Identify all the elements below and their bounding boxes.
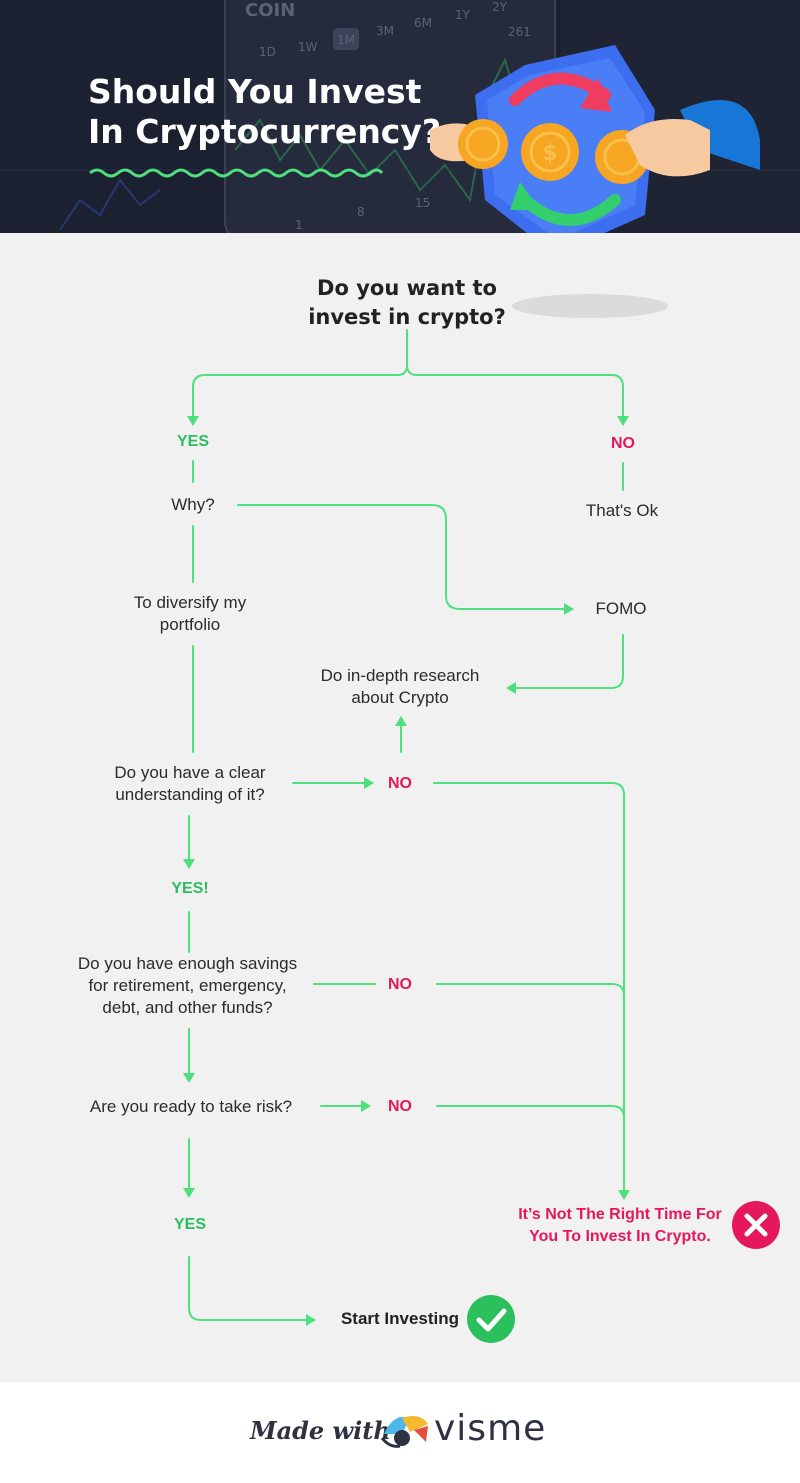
bg-range-1y: 1Y [455,8,470,22]
savings-line-1: Do you have enough savings [77,954,298,973]
yes-label-first: YES [176,433,209,450]
savings-line-2: for retirement, emergency, [88,976,287,995]
main-question-line-2: invest in crypto? [308,305,506,329]
bg-range-2y: 2Y [492,0,507,14]
not-right-time-verdict: It’s Not The Right Time For You To Inves… [500,1204,740,1248]
title-line-1: Should You Invest [88,72,422,111]
coin-icon-center: $ [521,123,579,181]
coin-icon-left [458,119,508,169]
no-label-risk: NO [388,1098,412,1115]
verdict-line-2: You To Invest In Crypto. [529,1228,711,1245]
start-investing-node: Start Investing [340,1309,460,1328]
flowchart-panel [0,233,800,1382]
close-icon [732,1201,780,1249]
why-node: Why? [171,495,215,514]
diversify-line-2: portfolio [159,615,221,634]
bg-range-1d: 1D [259,45,276,59]
main-question: Do you want to invest in crypto? [280,274,534,332]
no-label-savings: NO [388,976,412,993]
shadow-decoration [512,294,668,318]
bg-value-1: 1 [295,218,303,232]
risk-question: Are you ready to take risk? [89,1097,293,1116]
main-question-line-1: Do you want to [317,276,497,300]
understanding-question: Do you have a clear understanding of it? [90,762,290,806]
visme-logo-icon [380,1416,428,1448]
check-icon [467,1295,515,1343]
visme-brand-label: visme [434,1408,547,1449]
verdict-line-1: It’s Not The Right Time For [518,1206,722,1223]
research-line-2: about Crypto [351,688,449,707]
title-wave-underline [89,168,384,178]
svg-text:$: $ [542,141,557,166]
hand-illustration [625,119,710,177]
bg-range-6m: 6M [414,16,432,30]
no-label-top: NO [611,435,635,452]
bg-range-3m: 3M [376,24,394,38]
research-line-1: Do in-depth research [320,666,480,685]
fomo-node: FOMO [595,599,647,618]
header-banner: COIN 1D 1W 1M 3M 6M 1Y 2Y 261 8 15 1 Sho… [0,0,800,233]
page-title: Should You Invest In Cryptocurrency? [88,72,441,152]
made-with-label: Made with [250,1416,391,1445]
understanding-line-2: understanding of it? [115,785,265,804]
yes-label-risk: YES [173,1216,206,1233]
diversify-line-1: To diversify my [133,593,247,612]
bg-coin-label: COIN [245,0,296,21]
no-label-understanding: NO [388,775,412,792]
bg-range-1w: 1W [298,40,318,54]
thats-ok-node: That's Ok [585,501,659,520]
understanding-line-1: Do you have a clear [114,763,266,782]
bg-range-1m: 1M [337,33,355,47]
diversify-node: To diversify my portfolio [105,592,275,636]
savings-question: Do you have enough savings for retiremen… [60,953,315,1019]
bg-value-8: 8 [357,205,365,219]
research-node: Do in-depth research about Crypto [297,665,503,709]
bg-value-261: 261 [508,25,531,39]
title-line-2: In Cryptocurrency? [88,112,442,151]
yes-label-understanding: YES! [171,880,209,897]
bg-value-15: 15 [415,196,431,210]
savings-line-3: debt, and other funds? [102,998,273,1017]
